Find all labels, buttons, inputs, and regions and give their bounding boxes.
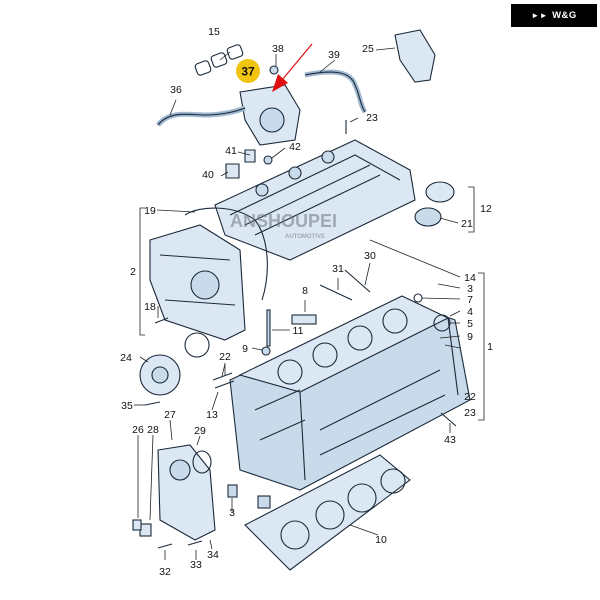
- callout-2: 2: [130, 266, 136, 278]
- timing-cover: [149, 224, 246, 341]
- bracket-group-1: [478, 272, 485, 421]
- callout-18: 18: [144, 301, 156, 313]
- callout-15: 15: [208, 26, 220, 38]
- highlight-circle: [236, 59, 260, 83]
- callout-27: 27: [164, 409, 176, 421]
- callout-38: 38: [272, 43, 284, 55]
- bracket-group-12: [468, 186, 475, 233]
- bracket-group-2: [139, 207, 145, 336]
- callout-9b: 9: [242, 343, 248, 355]
- bracket-25: [394, 29, 436, 83]
- callout-14: 14: [464, 272, 476, 284]
- callout-22: 22: [219, 351, 231, 363]
- pump-housing-27: [157, 444, 216, 541]
- wing-logo-icon: ►►: [531, 11, 549, 20]
- callout-28: 28: [147, 424, 159, 436]
- callout-34: 34: [207, 549, 219, 561]
- callout-22b: 22: [464, 391, 476, 403]
- callout-10: 10: [375, 534, 387, 546]
- callout-12: 12: [480, 203, 492, 215]
- callout-32: 32: [159, 566, 171, 578]
- callout-31: 31: [332, 263, 344, 275]
- callout-4: 4: [467, 306, 473, 318]
- callout-7: 7: [467, 294, 473, 306]
- brand-badge-text: W&G: [552, 10, 577, 21]
- callout-24: 24: [120, 352, 132, 364]
- valve-cover-gasket: [184, 207, 268, 301]
- callout-29: 29: [194, 425, 206, 437]
- camshaft-adjuster-24: [139, 354, 181, 396]
- callout-41: 41: [225, 145, 237, 157]
- valve-cover: [214, 139, 416, 261]
- callout-9: 9: [467, 331, 473, 343]
- callout-11: 11: [293, 325, 304, 337]
- callout-43: 43: [444, 434, 456, 446]
- callout-19: 19: [144, 205, 156, 217]
- callout-3b: 3: [229, 507, 235, 519]
- callout-5: 5: [467, 318, 473, 330]
- brand-badge: ►► W&G: [511, 4, 597, 27]
- watermark: ANSHOUPEI AUTOMOTIVE: [230, 211, 337, 240]
- hose-39: [304, 69, 368, 114]
- pcv-valve-part: [239, 84, 301, 146]
- callout-33: 33: [190, 559, 202, 571]
- oil-filler-cap: [414, 181, 455, 227]
- callout-1: 1: [487, 341, 493, 353]
- callout-26: 26: [132, 424, 144, 436]
- callout-8: 8: [302, 285, 308, 297]
- callout-23: 23: [366, 112, 378, 124]
- small-parts: [132, 65, 457, 549]
- callout-40: 40: [202, 169, 214, 181]
- svg-text:AUTOMOTIVE: AUTOMOTIVE: [285, 234, 325, 240]
- highlight-callout-37: 37: [236, 43, 313, 92]
- leader-lines: [134, 47, 461, 560]
- callout-25: 25: [362, 43, 374, 55]
- highlight-number: 37: [241, 65, 255, 79]
- gasket-set-15: [194, 44, 244, 76]
- red-arrow-icon: [281, 43, 313, 81]
- callout-35: 35: [121, 400, 133, 412]
- callout-36: 36: [170, 84, 182, 96]
- head-gasket: [244, 454, 411, 571]
- svg-text:ANSHOUPEI: ANSHOUPEI: [230, 211, 337, 231]
- o-ring: [184, 332, 210, 358]
- callout-30: 30: [364, 250, 376, 262]
- callout-23b: 23: [464, 407, 476, 419]
- callout-42: 42: [289, 141, 301, 153]
- callout-21: 21: [461, 218, 473, 230]
- callout-3: 3: [467, 283, 473, 295]
- callout-13: 13: [206, 409, 218, 421]
- callout-39: 39: [328, 49, 340, 61]
- cylinder-head: [229, 295, 471, 491]
- callout-labels: 15 38 39 25 36 23 41 42 40 12 21 19 14 3…: [120, 26, 493, 578]
